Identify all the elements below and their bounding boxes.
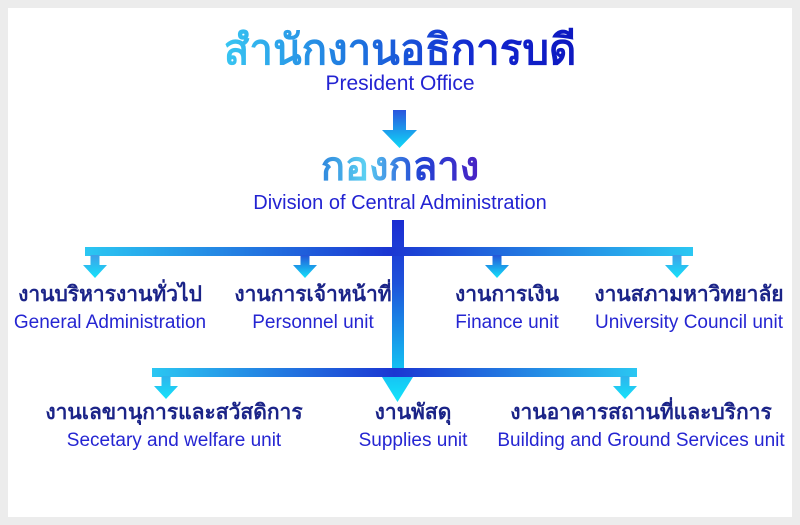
- unit-personnel: งานการเจ้าหน้าที่ Personnel unit: [234, 282, 391, 334]
- unit-label-english: Finance unit: [455, 312, 559, 333]
- unit-label-thai: งานการเงิน: [455, 283, 559, 306]
- root-title-thai: สำนักงานอธิการบดี: [223, 26, 577, 73]
- unit-general-administration: งานบริหารงานทั่วไป General Administratio…: [14, 282, 206, 334]
- connector-vertical-line: [392, 220, 404, 378]
- division-title-english: Division of Central Administration: [253, 192, 547, 214]
- division-title-thai: กองกลาง: [320, 145, 480, 189]
- unit-label-thai: งานอาคารสถานที่และบริการ: [510, 401, 772, 424]
- branch-arrow-icon: [83, 255, 107, 278]
- branch-arrow-icon: [665, 255, 689, 278]
- unit-label-english: University Council unit: [595, 312, 783, 333]
- unit-label-english: General Administration: [13, 312, 207, 333]
- unit-label-thai: งานการเจ้าหน้าที่: [234, 283, 392, 306]
- unit-label-english: Secetary and welfare unit: [66, 430, 282, 451]
- unit-finance: งานการเงิน Finance unit: [455, 282, 559, 334]
- unit-label-thai: งานสภามหาวิทยาลัย: [594, 283, 784, 306]
- unit-university-council: งานสภามหาวิทยาลัย University Council uni…: [594, 282, 783, 334]
- branch-arrow-icon: [154, 376, 178, 399]
- unit-label-thai: งานบริหารงานทั่วไป: [18, 283, 202, 306]
- connector-bar-row1: [85, 247, 693, 256]
- unit-supplies: งานพัสดุ Supplies unit: [359, 400, 468, 452]
- connector-bar-row2: [152, 368, 637, 377]
- trunk-arrowhead-icon: [382, 377, 413, 402]
- unit-label-thai: งานเลขานุการและสวัสดิการ: [45, 401, 303, 424]
- unit-label-english: Building and Ground Services unit: [497, 430, 785, 451]
- down-arrow-icon: [382, 110, 417, 148]
- unit-secretary-welfare: งานเลขานุการและสวัสดิการ Secetary and we…: [45, 400, 302, 452]
- unit-label-english: Supplies unit: [358, 430, 468, 451]
- unit-label-thai: งานพัสดุ: [374, 401, 452, 424]
- root-title-english: President Office: [325, 72, 475, 95]
- branch-arrow-icon: [293, 255, 317, 278]
- unit-building-ground-services: งานอาคารสถานที่และบริการ Building and Gr…: [497, 400, 784, 452]
- branch-arrow-icon: [613, 376, 637, 399]
- unit-label-english: Personnel unit: [252, 312, 374, 333]
- branch-arrow-icon: [485, 255, 509, 278]
